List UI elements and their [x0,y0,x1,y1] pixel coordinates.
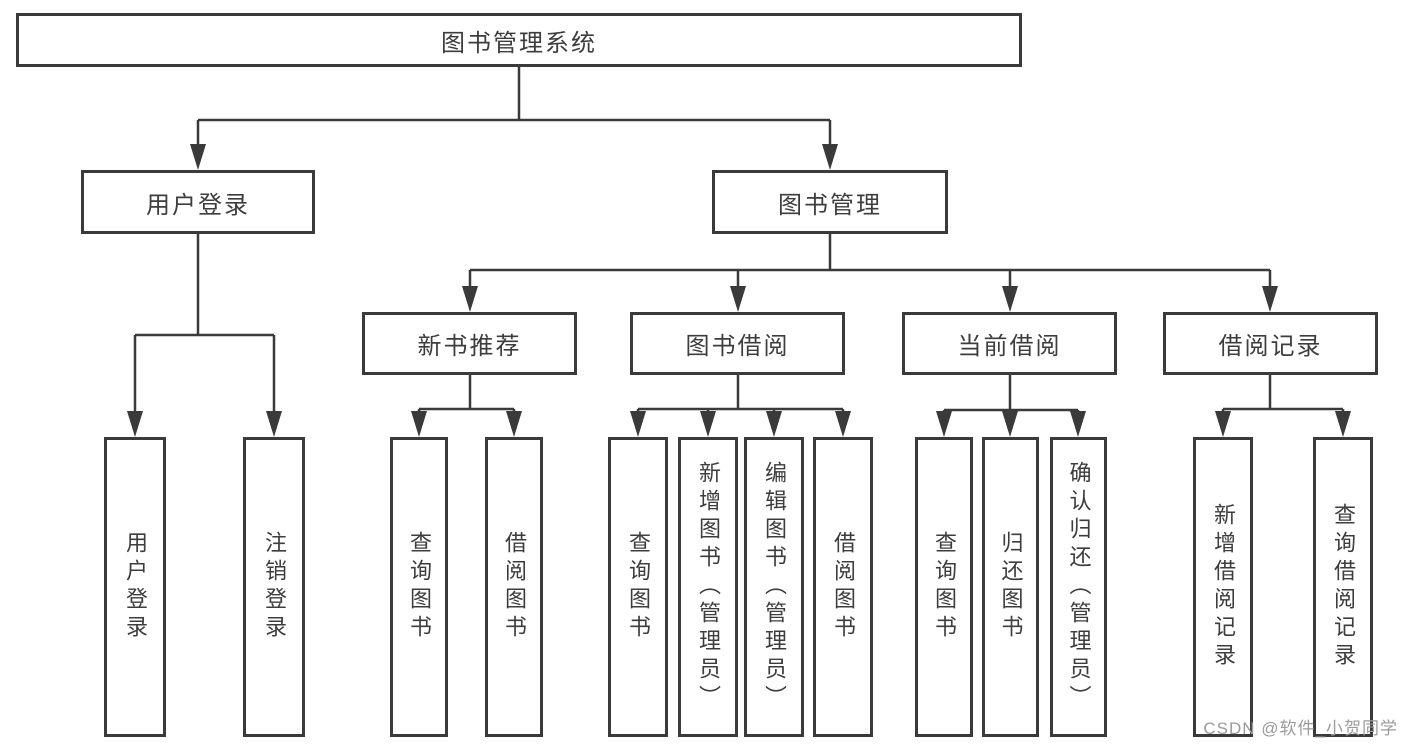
connector-current-borrow-to-children [936,375,1086,437]
arrowhead-icon [766,411,782,437]
arrowhead-icon [822,144,838,170]
arrowhead-icon [190,144,206,170]
arrowhead-icon [835,411,851,437]
node-leaf-borrow-query-books: 查询图书 [608,437,668,737]
node-leaf-add-books-admin: 新增图书（管理员） [678,437,738,737]
arrowhead-icon [1070,411,1086,437]
node-leaf-recommend-borrow-books: 借阅图书 [485,437,543,737]
arrowhead-icon [1335,411,1351,437]
node-leaf-add-borrow-record: 新增借阅记录 [1193,437,1253,737]
node-leaf-edit-books-admin: 编辑图书（管理员） [744,437,804,737]
node-leaf-confirm-return-admin: 确认归还（管理员） [1050,437,1107,737]
arrowhead-icon [730,286,746,312]
node-leaf-return-books: 归还图书 [982,437,1039,737]
connector-root-to-level1 [190,67,838,170]
arrowhead-icon [506,411,522,437]
arrowhead-icon [630,411,646,437]
connector-book-borrow-to-children [630,375,851,437]
arrowhead-icon [1002,411,1018,437]
arrowhead-icon [1002,286,1018,312]
arrowhead-icon [266,411,282,437]
node-book-management: 图书管理 [712,170,948,234]
arrowhead-icon [1215,411,1231,437]
node-leaf-user-login: 用户登录 [104,437,166,737]
arrowhead-icon [700,411,716,437]
arrowhead-icon [1262,286,1278,312]
watermark: CSDN @软件_小贺同学 [1203,719,1398,738]
node-borrow-records: 借阅记录 [1163,312,1378,375]
node-new-book-recommend: 新书推荐 [362,312,577,375]
node-user-login: 用户登录 [81,170,315,234]
arrowhead-icon [462,286,478,312]
connector-user-login-to-children [127,233,282,437]
connector-borrow-records-to-children [1215,375,1351,437]
connector-book-management-to-sections [462,233,1278,312]
arrowhead-icon [411,411,427,437]
node-library-management-system: 图书管理系统 [16,13,1022,67]
arrowhead-icon [127,411,143,437]
node-leaf-query-borrow-record: 查询借阅记录 [1313,437,1373,737]
arrowhead-icon [936,411,952,437]
node-leaf-current-query-books: 查询图书 [915,437,973,737]
node-book-borrow: 图书借阅 [630,312,845,375]
node-leaf-borrow-books: 借阅图书 [813,437,873,737]
connector-new-book-recommend-to-children [411,375,522,437]
node-leaf-recommend-query-books: 查询图书 [390,437,448,737]
node-leaf-logout: 注销登录 [243,437,305,737]
node-current-borrow: 当前借阅 [902,312,1117,375]
